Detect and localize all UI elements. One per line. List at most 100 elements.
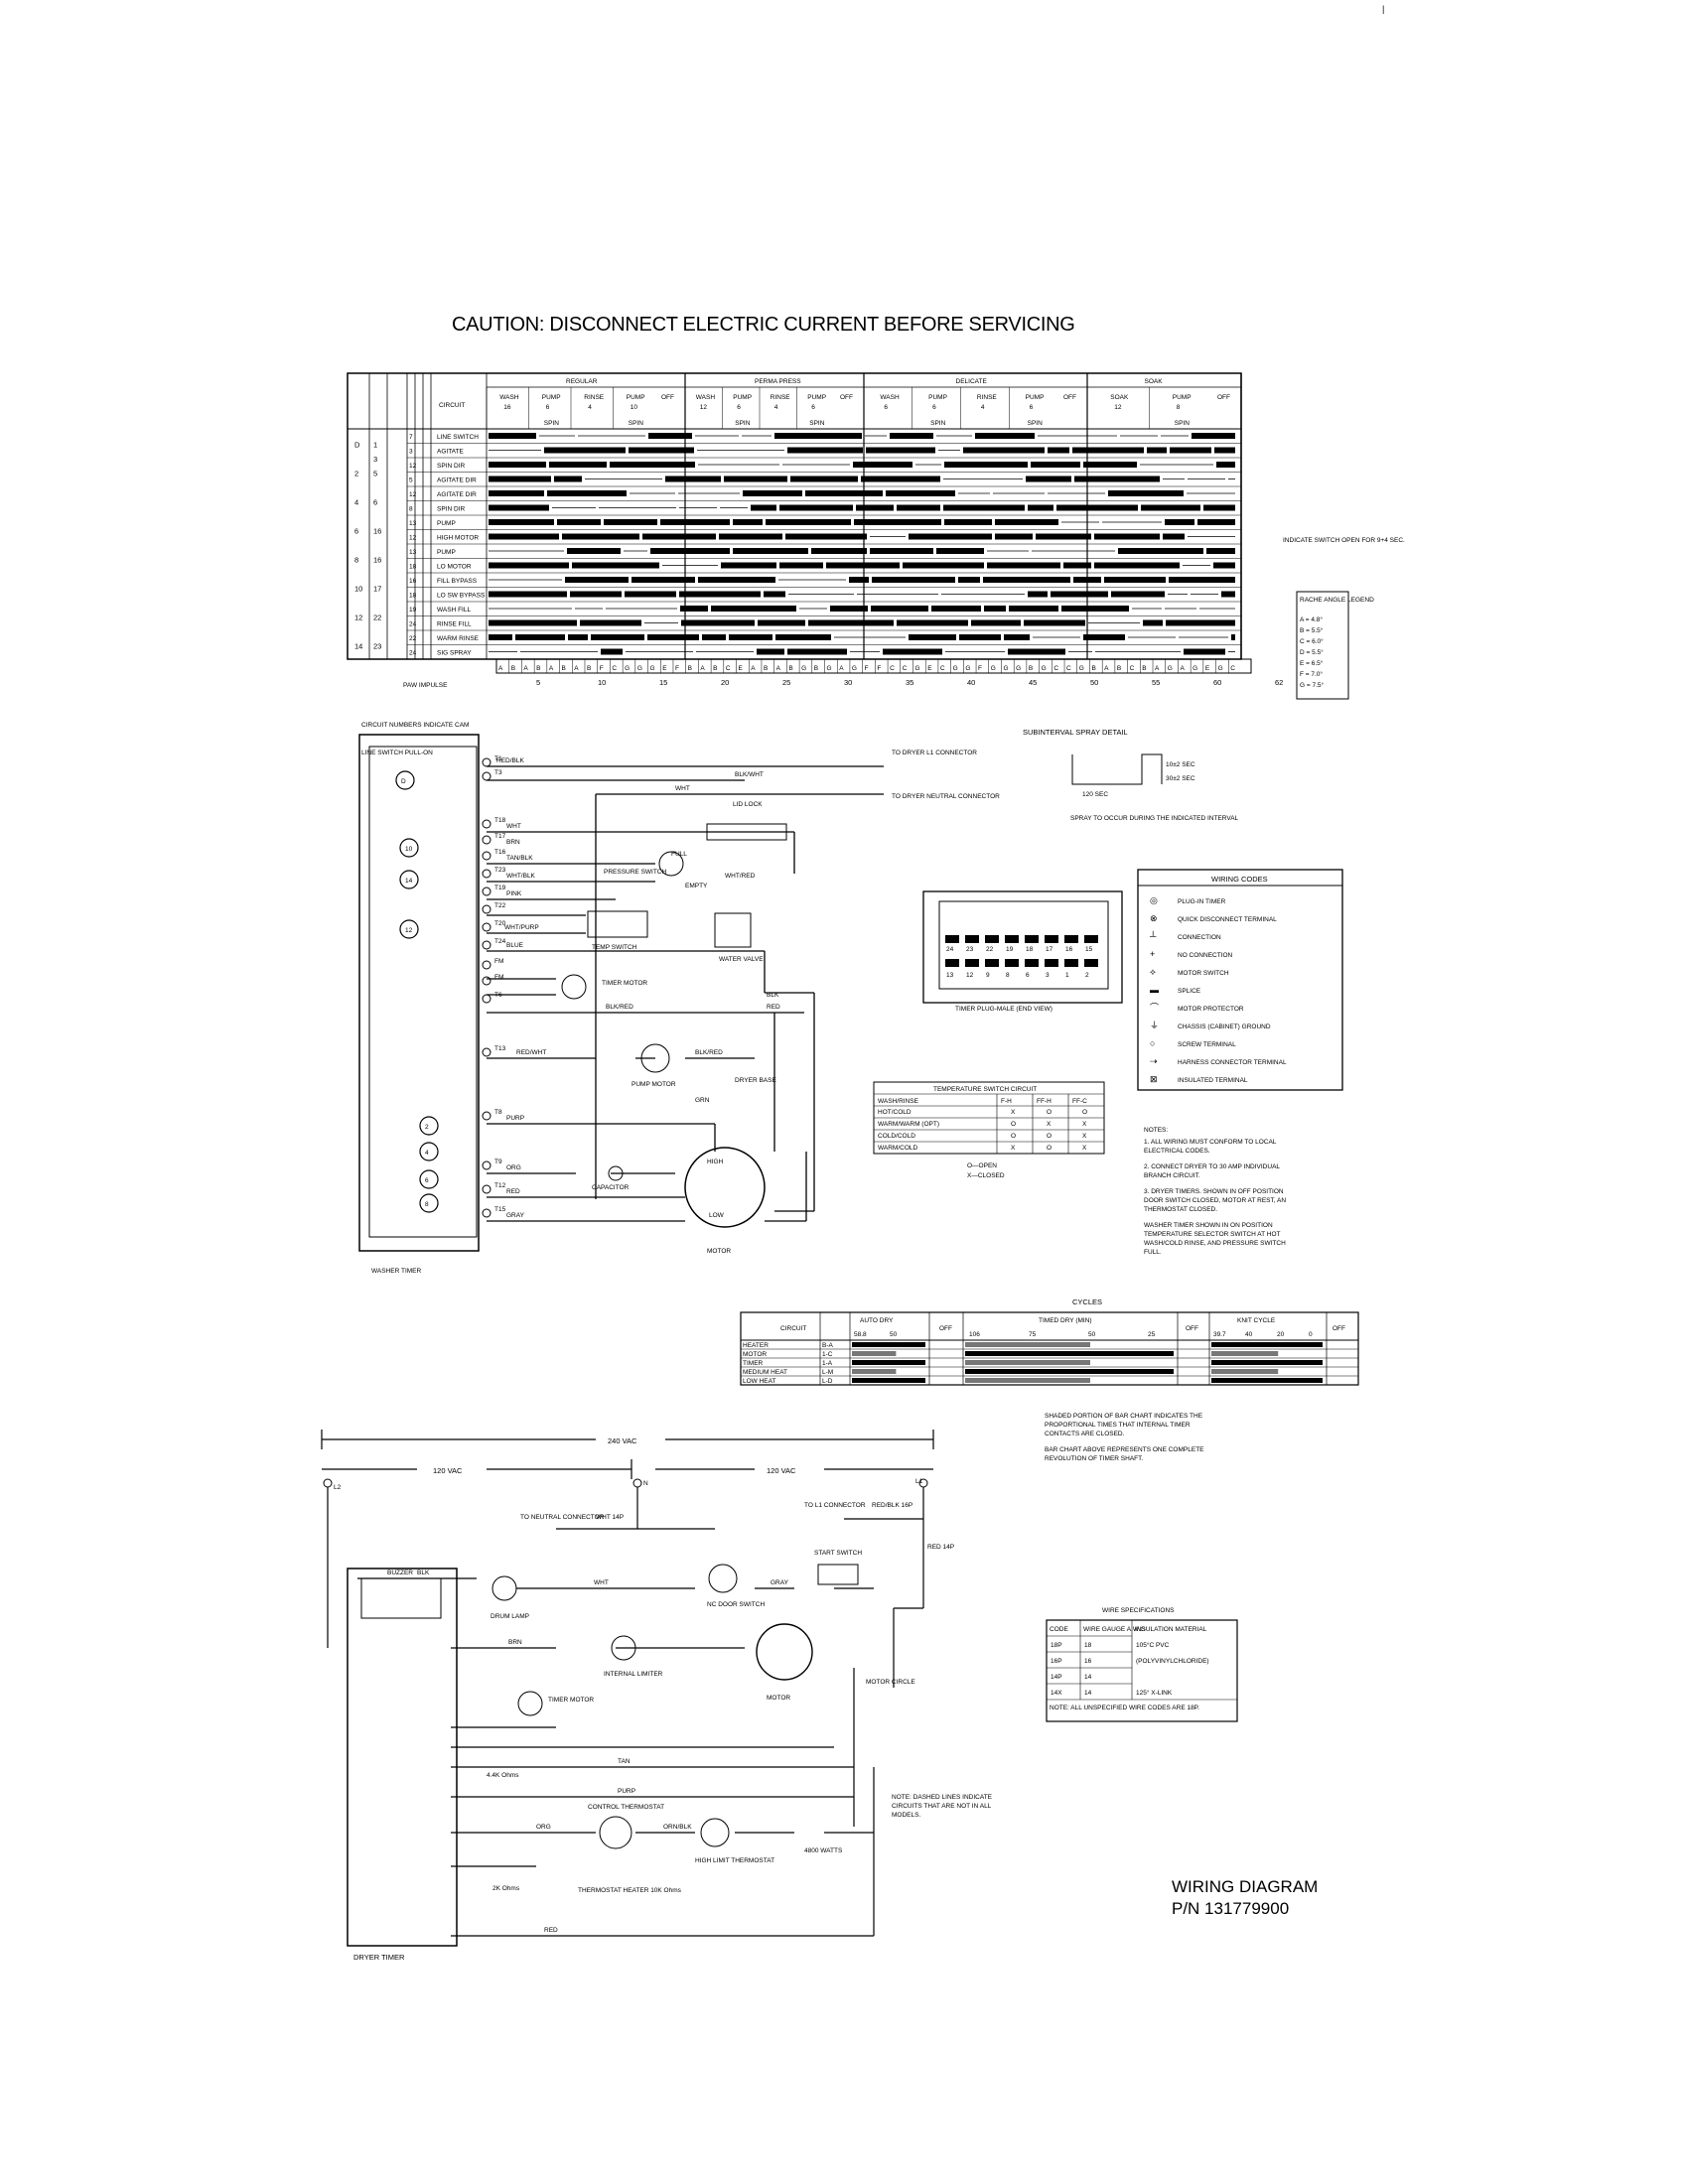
cycles-auto-tick: 50 (890, 1331, 898, 1338)
contact-bar (811, 548, 867, 554)
contact-bar (568, 634, 588, 640)
contact-bar (959, 634, 1001, 640)
step-label: RINSE (771, 394, 791, 401)
wire-spec-title: WIRE SPECIFICATIONS (1102, 1607, 1175, 1614)
timer-motor-label: TIMER MOTOR (602, 980, 647, 987)
contact-bar (724, 476, 787, 482)
row-circuit: SPIN DIR (437, 463, 465, 470)
part-number: P/N 131779900 (1172, 1899, 1290, 1918)
contact-bar (936, 548, 984, 554)
contact-bar (601, 648, 623, 655)
temp-cell: O (1011, 1133, 1016, 1140)
spin-label: SPIN (629, 420, 643, 427)
plug-pin (1064, 935, 1078, 943)
row-terminal-a: 16 (373, 527, 381, 536)
row-circuit: LO MOTOR (437, 564, 472, 571)
plug-pin-number: 19 (1006, 946, 1014, 953)
dryer-motor-symbol (756, 1623, 813, 1681)
temp-cell: COLD/COLD (878, 1133, 915, 1140)
contact-bar (549, 462, 607, 468)
contact-bar (790, 476, 858, 482)
drum-lamp-symbol (491, 1575, 517, 1601)
temp-cell: X (1011, 1109, 1016, 1116)
scale-letter: F (877, 665, 881, 672)
contact-bar (719, 533, 782, 540)
angle-item: F = 7.0° (1300, 670, 1323, 678)
scale-letter: B (562, 665, 566, 672)
row-cam: 4 (354, 498, 358, 507)
temp-table-header: F-H (1001, 1098, 1012, 1105)
cycles-bar (965, 1342, 1090, 1347)
terminal-circle (482, 976, 491, 986)
plug-pin-number: 1 (1065, 972, 1069, 979)
contact-bar (866, 447, 935, 454)
capacitor-label: CAPACITOR (592, 1184, 630, 1191)
temp-legend-closed: X—CLOSED (967, 1172, 1005, 1179)
contact-bar (890, 433, 933, 439)
cycles-bar (965, 1378, 1090, 1383)
contact-bar (721, 562, 776, 569)
cycles-row-code: 1-A (822, 1360, 833, 1367)
spray-title: SUBINTERVAL SPRAY DETAIL (1023, 728, 1128, 737)
l2-label: L2 (334, 1484, 342, 1491)
capacitor-terminal (608, 1165, 624, 1181)
washer-timer-box (358, 734, 480, 1252)
group-name: DELICATE (956, 378, 988, 385)
contact-bar (764, 591, 785, 598)
full-label: FULL (671, 851, 687, 858)
scale-letter: G (650, 665, 655, 672)
internal-limiter-symbol (611, 1635, 636, 1661)
row-terminal-a: 1 (373, 441, 377, 450)
contact-bar (733, 519, 763, 525)
scale-caption: PAW IMPULSE (403, 682, 448, 689)
temp-cell: O (1047, 1109, 1052, 1116)
angle-item: B = 5.5° (1300, 626, 1324, 634)
contact-bar (557, 519, 601, 525)
scale-letter: G (1016, 665, 1021, 672)
plug-pin (1025, 935, 1039, 943)
contact-bar (1051, 591, 1108, 598)
wire-red-blk: RED/BLK (496, 757, 524, 764)
dryer-red-blk: RED/BLK 16P (872, 1502, 912, 1509)
step-count: 4 (588, 404, 592, 411)
contact-bar (1083, 462, 1137, 468)
contact-bar (808, 619, 894, 626)
cam-circle (419, 1142, 439, 1161)
timer-motor-symbol (561, 974, 587, 1000)
cam-circle (419, 1169, 439, 1189)
contact-bar (650, 548, 730, 554)
contact-bar (1028, 504, 1053, 511)
contact-bar (1203, 504, 1235, 511)
scale-letter: A (498, 665, 503, 672)
wire-spec-frame (1046, 1619, 1238, 1722)
contact-bar (897, 619, 968, 626)
contact-bar (680, 606, 708, 612)
scale-letter: F (675, 665, 679, 672)
cycles-bar (965, 1351, 1174, 1356)
contact-bar (1147, 447, 1167, 454)
row-terminal-b: 24 (409, 621, 417, 628)
temp-cell: O (1047, 1145, 1052, 1152)
dryer-org: ORG (536, 1824, 551, 1831)
cycles-row-code: L-D (822, 1378, 833, 1385)
contact-bar (995, 533, 1033, 540)
contact-bar (610, 462, 695, 468)
cam-circle (399, 870, 419, 889)
note-line: ELECTRICAL CODES. (1144, 1148, 1210, 1155)
wiring-codes: WIRING CODES ◎PLUG-IN TIMER⊗QUICK DISCON… (1137, 869, 1343, 1091)
temp-table-title: TEMPERATURE SWITCH CIRCUIT (933, 1086, 1037, 1093)
timer-plug-outline (922, 890, 1123, 1004)
terminal-circle (482, 1184, 491, 1194)
cycles-knit-tick: 20 (1277, 1331, 1285, 1338)
line-switch-label: LINE SWITCH PULL-ON (361, 750, 433, 756)
scale-letter: A (1104, 665, 1109, 672)
contact-bar (1141, 504, 1200, 511)
contact-bar (489, 634, 512, 640)
wire-tan-blk: TAN/BLK (506, 855, 533, 862)
row-circuit: FILL BYPASS (437, 578, 478, 585)
resistor1-label: 4.4K Ohms (487, 1772, 519, 1779)
contact-bar (871, 606, 928, 612)
contact-bar (856, 504, 894, 511)
code-symbol: ⌒ (1150, 1003, 1159, 1013)
